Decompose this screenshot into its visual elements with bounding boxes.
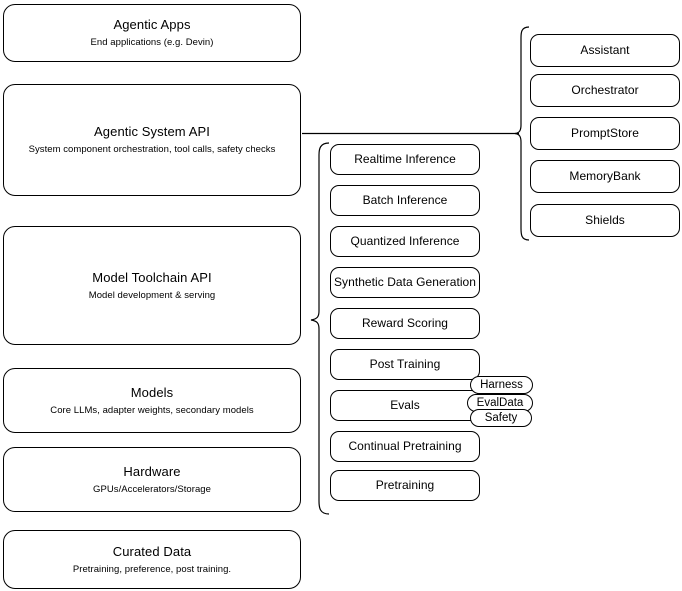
toolchain-item-evals[interactable]: Evals <box>330 390 480 421</box>
chip-label: Pretraining <box>375 478 435 492</box>
layer-title: Models <box>130 384 174 400</box>
toolchain-item-reward-scoring[interactable]: Reward Scoring <box>330 308 480 339</box>
layer-title: Agentic System API <box>94 124 210 139</box>
layer-models[interactable]: Models Core LLMs, adapter weights, secon… <box>3 368 301 433</box>
system-item-memorybank[interactable]: MemoryBank <box>530 160 680 193</box>
toolchain-item-batch-inference[interactable]: Batch Inference <box>330 185 480 216</box>
layer-subtitle: End applications (e.g. Devin) <box>90 37 214 48</box>
layer-subtitle: System component orchestration, tool cal… <box>28 144 276 155</box>
chip-label: Quantized Inference <box>350 234 460 248</box>
layer-subtitle: Model development & serving <box>88 289 216 301</box>
chip-label: Post Training <box>369 357 441 371</box>
system-item-orchestrator[interactable]: Orchestrator <box>530 74 680 107</box>
chip-label: Assistant <box>580 43 630 57</box>
system-item-assistant[interactable]: Assistant <box>530 34 680 67</box>
pill-label: Harness <box>480 379 523 391</box>
pill-label: EvalData <box>476 397 524 409</box>
layer-title: Hardware <box>123 463 181 479</box>
evals-pill-harness[interactable]: Harness <box>470 376 533 394</box>
chip-label: Realtime Inference <box>354 152 456 166</box>
toolchain-item-realtime-inference[interactable]: Realtime Inference <box>330 144 480 175</box>
chip-label: Reward Scoring <box>361 316 449 330</box>
layer-curated-data[interactable]: Curated Data Pretraining, preference, po… <box>3 530 301 589</box>
layer-title: Model Toolchain API <box>92 269 212 285</box>
layer-agentic-system-api[interactable]: Agentic System API System component orch… <box>3 84 301 196</box>
layer-agentic-apps[interactable]: Agentic Apps End applications (e.g. Devi… <box>3 4 301 62</box>
chip-label: MemoryBank <box>569 169 641 183</box>
chip-label: Evals <box>390 398 420 412</box>
toolchain-item-pretraining[interactable]: Pretraining <box>330 470 480 501</box>
layer-subtitle: Core LLMs, adapter weights, secondary mo… <box>50 404 254 416</box>
system-item-promptstore[interactable]: PromptStore <box>530 117 680 150</box>
layer-model-toolchain-api[interactable]: Model Toolchain API Model development & … <box>3 226 301 345</box>
layer-subtitle: Pretraining, preference, post training. <box>72 563 232 575</box>
layer-hardware[interactable]: Hardware GPUs/Accelerators/Storage <box>3 447 301 512</box>
toolchain-item-post-training[interactable]: Post Training <box>330 349 480 380</box>
chip-label: Synthetic Data Generation <box>334 275 476 289</box>
layer-title: Curated Data <box>112 543 192 559</box>
chip-label: PromptStore <box>571 126 639 140</box>
evals-pill-safety[interactable]: Safety <box>470 409 532 427</box>
pill-label: Safety <box>484 412 518 424</box>
chip-label: Shields <box>585 213 625 227</box>
toolchain-item-synthetic-data-generation[interactable]: Synthetic Data Generation <box>330 267 480 298</box>
toolchain-item-continual-pretraining[interactable]: Continual Pretraining <box>330 431 480 462</box>
layer-title: Agentic Apps <box>113 17 191 32</box>
layer-subtitle: GPUs/Accelerators/Storage <box>93 483 211 495</box>
chip-label: Orchestrator <box>571 83 639 97</box>
chip-label: Continual Pretraining <box>348 439 462 453</box>
chip-label: Batch Inference <box>362 193 448 207</box>
system-item-shields[interactable]: Shields <box>530 204 680 237</box>
brace-system-components <box>514 26 530 241</box>
toolchain-item-quantized-inference[interactable]: Quantized Inference <box>330 226 480 257</box>
brace-toolchain-components <box>310 142 330 515</box>
